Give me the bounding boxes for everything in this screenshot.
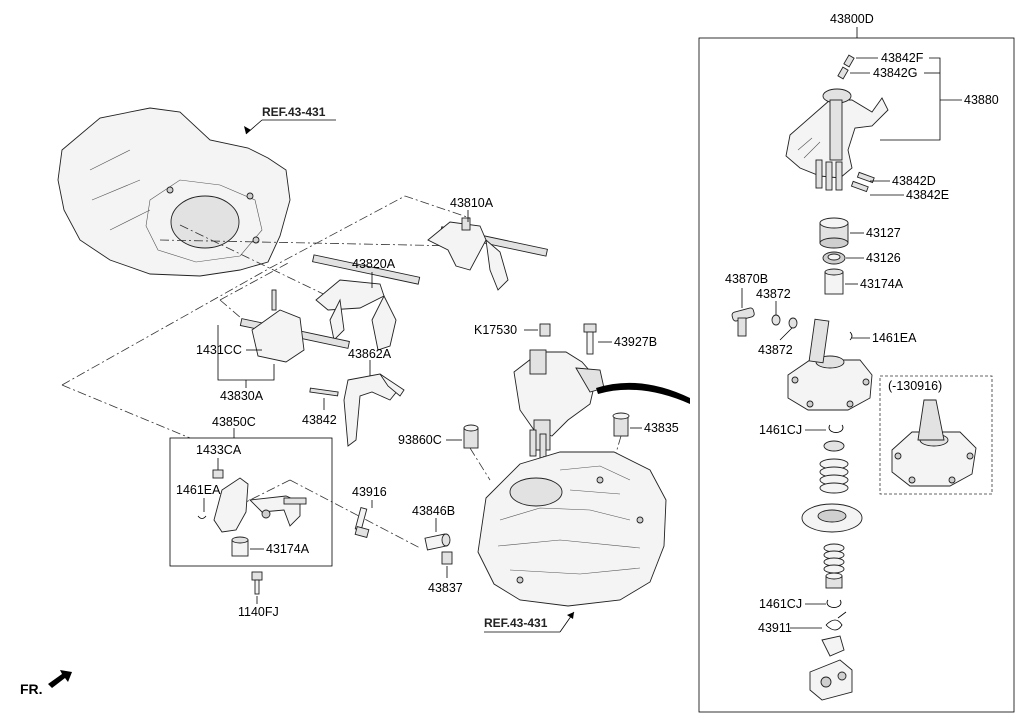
shift-lever-housing-43880 <box>785 88 889 191</box>
select-lever <box>213 477 307 533</box>
plug-43837 <box>441 551 453 565</box>
transmission-case-lower <box>477 451 667 607</box>
callout-43872-top: 43872 <box>756 287 791 301</box>
spring-upper <box>819 458 849 494</box>
bracket-lower <box>809 635 853 701</box>
callout-43810a: 43810A <box>450 196 494 210</box>
assembly-43850c-box <box>169 437 333 567</box>
pin-43842 <box>309 387 339 397</box>
callout-43842g: 43842G <box>873 66 917 80</box>
callout-43870b: 43870B <box>725 272 768 286</box>
callout-43916: 43916 <box>352 485 387 499</box>
callout-43842: 43842 <box>302 413 337 427</box>
switch-93860c <box>463 424 479 449</box>
callout-1433ca: 1433CA <box>196 443 242 457</box>
callout-43174a-left: 43174A <box>266 542 310 556</box>
nut-1433ca <box>212 469 224 479</box>
callout-1461cj-lower: 1461CJ <box>759 597 802 611</box>
bolt-43927b <box>583 323 597 355</box>
spring-lower <box>823 543 845 574</box>
callout-93860c: 93860C <box>398 433 442 447</box>
sensor-k17530 <box>539 323 551 337</box>
shift-fork-43810a <box>427 217 548 291</box>
callout-1140fj: 1140FJ <box>238 605 279 619</box>
callout-43842f: 43842F <box>881 51 924 65</box>
callout-43174a-right: 43174A <box>860 277 904 291</box>
alternate-part-box <box>879 375 993 495</box>
callout-43830a: 43830A <box>220 389 264 403</box>
pin-43870b <box>731 307 755 337</box>
callout-43800d: 43800D <box>830 12 874 26</box>
front-marker: FR. <box>20 670 72 697</box>
callout-43126: 43126 <box>866 251 901 265</box>
shift-control-housing <box>513 349 605 461</box>
spring-seat-disc <box>801 503 863 533</box>
callout-1461ea-left: 1461EA <box>176 483 221 497</box>
bolt-1140fj <box>251 571 263 595</box>
callout-43835: 43835 <box>644 421 679 435</box>
guide-line-1 <box>61 195 471 386</box>
callout-k17530: K17530 <box>474 323 517 337</box>
callout-1461cj-upper: 1461CJ <box>759 423 802 437</box>
callout-1461ea-right: 1461EA <box>872 331 917 345</box>
collar-43174a-left <box>231 536 249 557</box>
callout-43911: 43911 <box>758 621 792 635</box>
shift-fork-43862a <box>343 373 405 447</box>
bolt-43916 <box>354 507 370 538</box>
spring-cap <box>825 572 843 589</box>
callout-43842e: 43842E <box>906 188 949 202</box>
seal-43126 <box>822 251 846 265</box>
magnet-43846b <box>424 533 451 551</box>
callout-43846b: 43846B <box>412 504 455 518</box>
shift-fork-43830a <box>239 289 350 363</box>
ref-label-top: REF.43-431 <box>262 105 326 119</box>
collar-43174a <box>824 268 844 295</box>
callout-43862a: 43862A <box>348 347 392 361</box>
callout-43837: 43837 <box>428 581 463 595</box>
assembly-43800d-box <box>698 37 1015 713</box>
shift-fork-43820a <box>312 254 421 351</box>
ref-label-bottom: REF.43-431 <box>484 616 548 630</box>
callout-43850c: 43850C <box>212 415 256 429</box>
callout-43880: 43880 <box>964 93 999 107</box>
plug-43835 <box>612 412 630 437</box>
torsion-spring-43911 <box>825 611 847 631</box>
bushing-43127 <box>819 217 849 249</box>
transmission-case-upper <box>57 107 291 277</box>
callout-43820a: 43820A <box>352 257 396 271</box>
callout-43927b: 43927B <box>614 335 657 349</box>
callout-43842d: 43842D <box>892 174 936 188</box>
callout-1431cc: 1431CC <box>196 343 242 357</box>
alternate-cover <box>891 399 977 487</box>
connector-cable <box>596 382 690 404</box>
callout-130916: (-130916) <box>888 379 942 393</box>
cover-plate <box>787 318 873 411</box>
washer-upper <box>823 440 845 452</box>
callout-43127: 43127 <box>866 226 901 240</box>
callout-43872-bottom: 43872 <box>758 343 793 357</box>
svg-text:FR.: FR. <box>20 681 43 697</box>
